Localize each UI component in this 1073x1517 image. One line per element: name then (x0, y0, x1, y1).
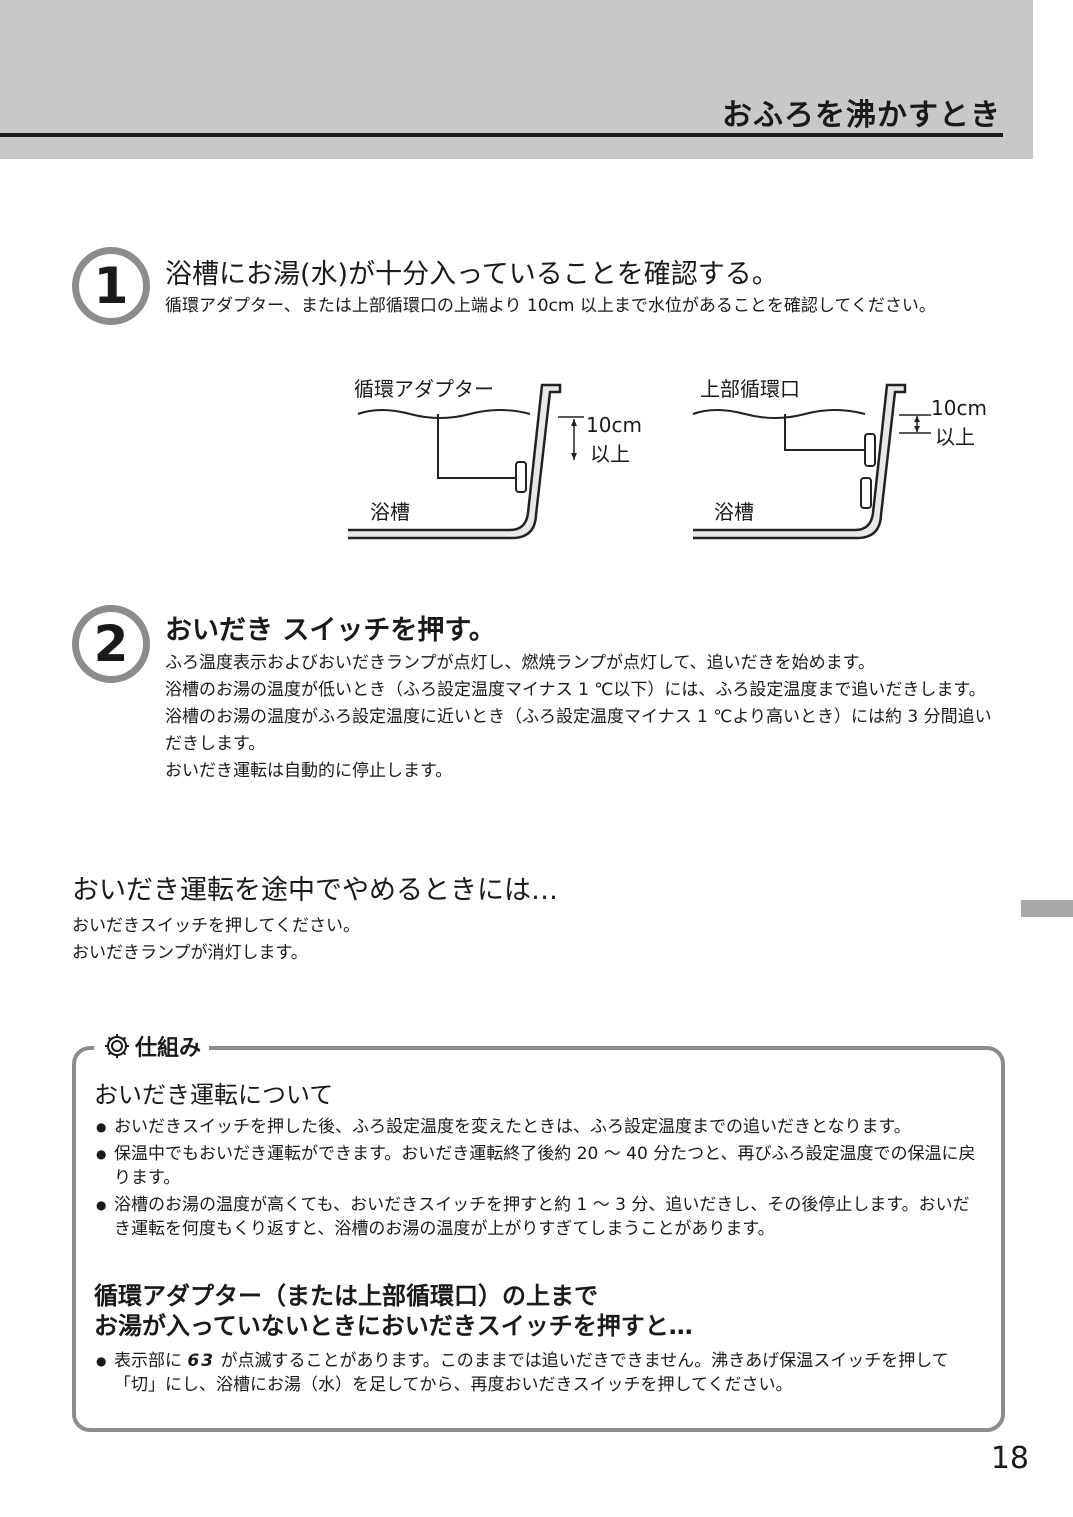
bullet-text: 表示部に (114, 1351, 188, 1371)
step-2-title: おいだき スイッチを押す。 (165, 615, 496, 646)
step-2-paragraph: おいだき運転は自動的に停止します。 (165, 761, 453, 781)
tub-outline (348, 383, 562, 540)
stop-section-heading: おいだき運転を途中でやめるときには… (72, 875, 558, 906)
label-bathtub: 浴槽 (370, 500, 410, 524)
mechanism-box (72, 1046, 1005, 1432)
bullet-text: が点滅することがあります。このままでは追いだきできません。沸きあげ保温スイッチを… (114, 1351, 949, 1395)
leader-line (784, 414, 865, 451)
step-1-number: 1 (72, 247, 150, 325)
leader-line (437, 414, 516, 479)
label-circulation-adapter: 循環アダプター (354, 377, 494, 401)
stop-section-line: おいだきスイッチを押してください。 (72, 916, 360, 936)
label-or-more: 以上 (935, 425, 975, 449)
step-1-title: 浴槽にお湯(水)が十分入っていることを確認する。 (165, 259, 779, 290)
gear-icon (105, 1034, 129, 1058)
adapter (515, 461, 527, 493)
display-code: 63 (187, 1351, 216, 1371)
diagram-circulation-adapter (348, 383, 584, 540)
label-upper-circulation-port: 上部循環口 (700, 377, 800, 401)
upper-port (864, 433, 876, 467)
list-item: 浴槽のお湯の温度が高くても、おいだきスイッチを押すと約 1 〜 3 分、追いだき… (96, 1193, 982, 1241)
mechanism-heading-2-line: 循環アダプター（または上部循環口）の上まで (94, 1282, 598, 1310)
section-index-tab (1021, 900, 1073, 917)
list-item: 保温中でもおいだき運転ができます。おいだき運転終了後約 20 〜 40 分たつと… (96, 1142, 982, 1190)
mechanism-heading-1: おいだき運転について (94, 1081, 334, 1109)
step-2-paragraph: 浴槽のお湯の温度がふろ設定温度に近いとき（ふろ設定温度マイナス 1 ℃より高いと… (165, 707, 992, 754)
mechanism-label: 仕組み (94, 1030, 210, 1062)
water-surface-line (357, 409, 531, 419)
label-10cm: 10cm (931, 396, 987, 420)
label-bathtub: 浴槽 (714, 500, 754, 524)
step-2-number: 2 (72, 605, 150, 683)
stop-section-body: おいだきスイッチを押してください。 おいだきランプが消灯します。 (72, 913, 672, 967)
water-surface-line (692, 409, 866, 419)
label-10cm: 10cm (586, 413, 642, 437)
mechanism-bullets-1: おいだきスイッチを押した後、ふろ設定温度を変えたときは、ふろ設定温度までの追いだ… (96, 1115, 982, 1244)
page-title: おふろを沸かすとき (722, 98, 1001, 133)
mechanism-bullets-2: 表示部に 63 が点滅することがあります。このままでは追いだきできません。沸きあ… (96, 1349, 982, 1400)
list-item: 表示部に 63 が点滅することがあります。このままでは追いだきできません。沸きあ… (96, 1349, 982, 1397)
list-item: おいだきスイッチを押した後、ふろ設定温度を変えたときは、ふろ設定温度までの追いだ… (96, 1115, 982, 1139)
step-2-description: ふろ温度表示およびおいだきランプが点灯し、燃焼ランプが点灯して、追いだきを始めま… (165, 650, 1005, 785)
step-2-paragraph: ふろ温度表示およびおいだきランプが点灯し、燃焼ランプが点灯して、追いだきを始めま… (165, 653, 875, 673)
lower-port (860, 477, 872, 509)
mechanism-heading-2: 循環アダプター（または上部循環口）の上まで お湯が入っていないときにおいだきスイ… (94, 1281, 693, 1341)
step-2-paragraph: 浴槽のお湯の温度が低いとき（ふろ設定温度マイナス 1 ℃以下）には、ふろ設定温度… (165, 680, 986, 700)
header-band (0, 0, 1033, 159)
header-rule (0, 133, 1003, 137)
diagram-upper-circulation-port (692, 383, 931, 540)
stop-section-line: おいだきランプが消灯します。 (72, 943, 308, 963)
step-1-description: 循環アダプター、または上部循環口の上端より 10cm 以上まで水位があることを確… (165, 296, 936, 316)
mechanism-heading-2-line: お湯が入っていないときにおいだきスイッチを押すと… (94, 1312, 693, 1340)
label-or-more: 以上 (590, 442, 630, 466)
tub-outline (693, 383, 907, 540)
mechanism-label-text: 仕組み (135, 1036, 202, 1061)
page-number: 18 (990, 1441, 1029, 1476)
